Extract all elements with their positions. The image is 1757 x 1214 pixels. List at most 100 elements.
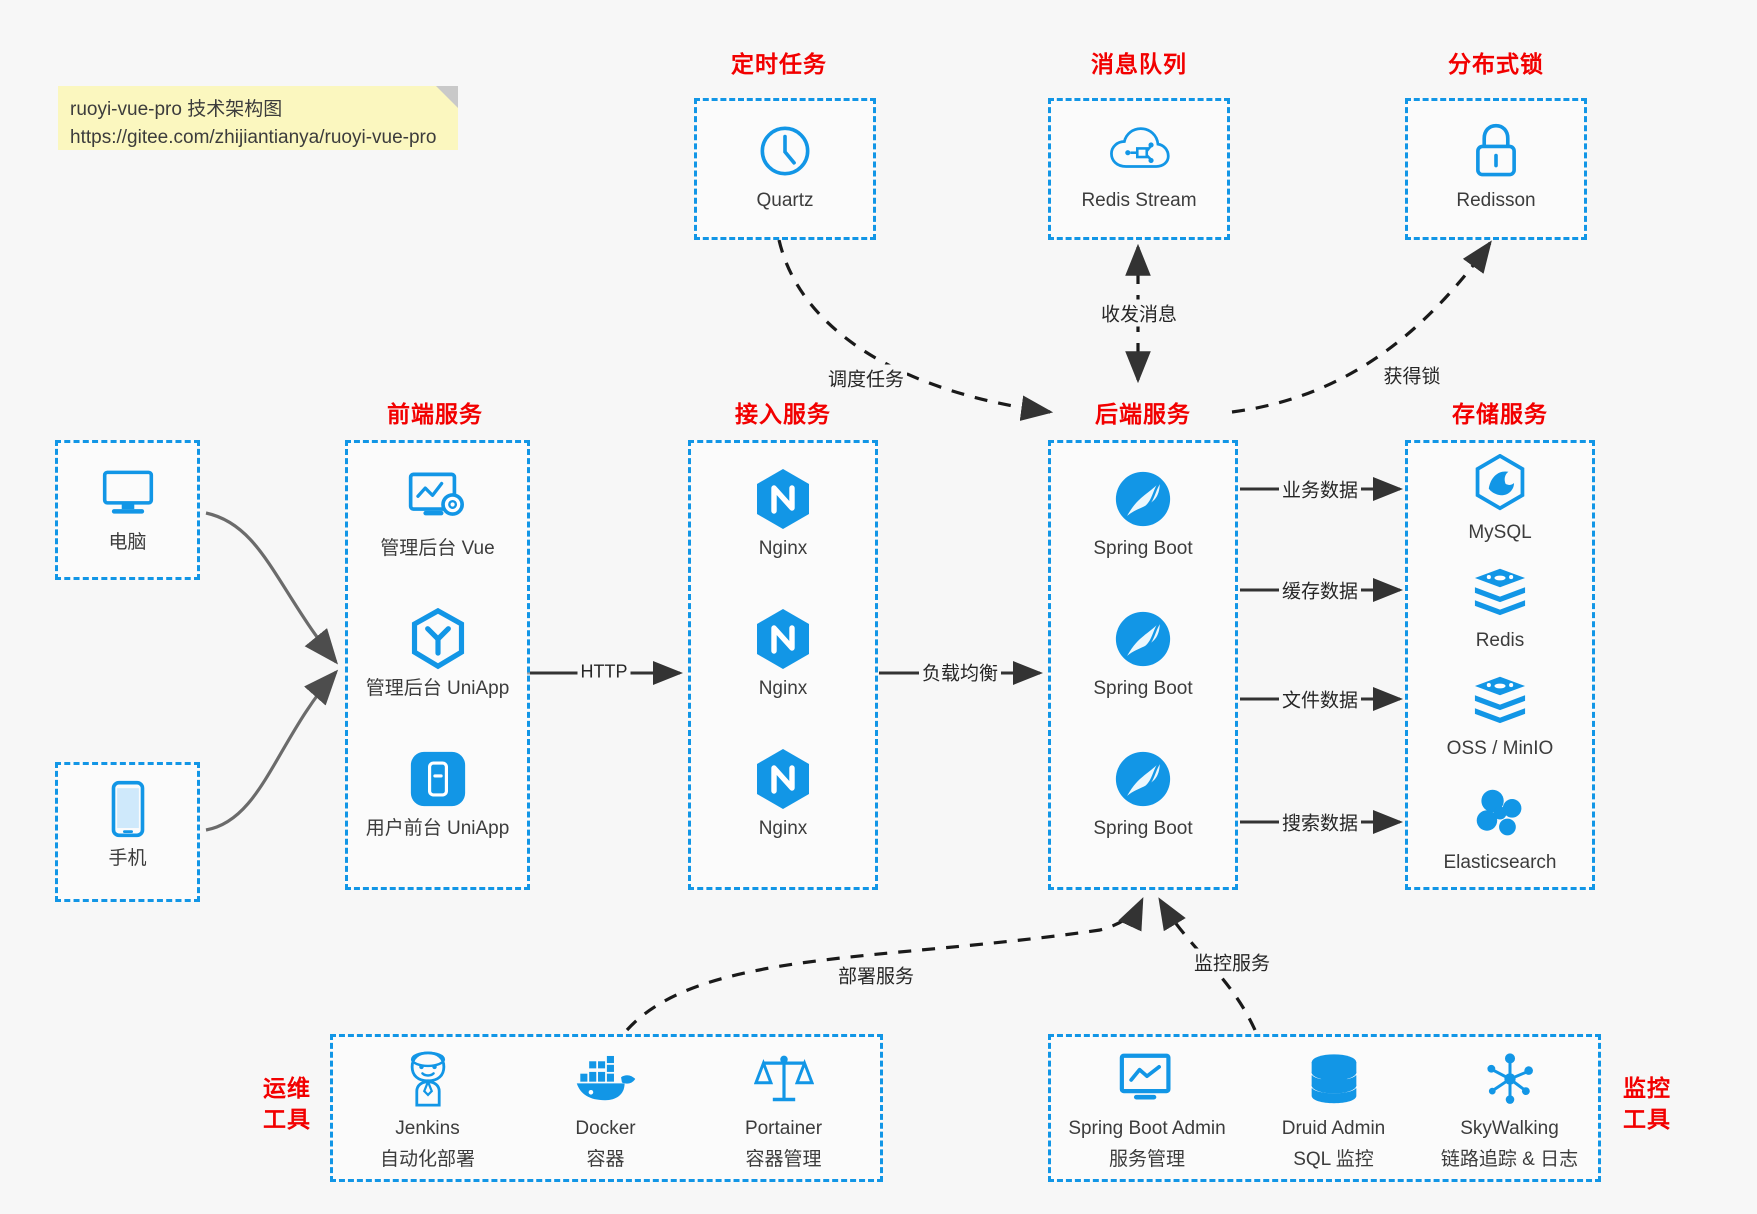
- jenkins-icon: [400, 1048, 456, 1110]
- note-title: ruoyi-vue-pro 技术架构图: [70, 99, 283, 120]
- node-skywalking[interactable]: SkyWalking 链路追踪 & 日志: [1422, 1048, 1597, 1172]
- node-label: OSS / MinIO: [1446, 738, 1554, 759]
- node-redisson[interactable]: Redisson: [1405, 120, 1587, 213]
- node-elasticsearch[interactable]: Elasticsearch: [1405, 782, 1595, 875]
- monitor-label-line2: 工具: [1623, 1106, 1671, 1132]
- mysql-icon: [1473, 452, 1527, 514]
- group-label-scheduled-task: 定时任务: [731, 51, 827, 77]
- node-label: SkyWalking: [1460, 1118, 1559, 1139]
- node-desc: 容器管理: [745, 1149, 822, 1170]
- node-label: Spring Boot: [1093, 678, 1193, 699]
- group-label-storage: 存储服务: [1452, 401, 1548, 427]
- edge-label-load-balance: 负载均衡: [918, 658, 1002, 686]
- spring-boot-icon: [1114, 608, 1172, 670]
- node-label: Quartz: [756, 190, 814, 211]
- node-label: 管理后台 UniApp: [365, 678, 510, 699]
- edge-label-deploy-service: 部署服务: [834, 961, 918, 989]
- node-quartz[interactable]: Quartz: [694, 120, 876, 213]
- node-desc: 服务管理: [1108, 1149, 1185, 1170]
- node-desc: 容器: [586, 1149, 625, 1170]
- node-label: Elasticsearch: [1443, 852, 1557, 873]
- node-spring-boot-1[interactable]: Spring Boot: [1048, 468, 1238, 561]
- node-spring-boot-2[interactable]: Spring Boot: [1048, 608, 1238, 701]
- node-label: 管理后台 Vue: [380, 538, 495, 559]
- group-label-gateway: 接入服务: [735, 401, 831, 427]
- edge-label-search-data: 搜索数据: [1278, 808, 1362, 836]
- ops-label-line1: 运维: [263, 1075, 311, 1101]
- node-label: Spring Boot Admin: [1068, 1118, 1226, 1139]
- node-label: Portainer: [744, 1118, 823, 1139]
- node-jenkins[interactable]: Jenkins 自动化部署: [340, 1048, 515, 1172]
- cloud-network-icon: [1108, 120, 1170, 182]
- skywalking-icon: [1482, 1048, 1538, 1110]
- node-admin-uniapp[interactable]: 管理后台 UniApp: [345, 608, 530, 701]
- edge-label-acquire-lock: 获得锁: [1380, 361, 1444, 389]
- node-desc: SQL 监控: [1293, 1149, 1374, 1170]
- redis-icon: [1471, 560, 1529, 622]
- group-label-monitor-tools: 监控 工具: [1612, 1073, 1682, 1135]
- group-box-distributed-lock: [1405, 98, 1587, 240]
- node-label: Docker: [575, 1118, 636, 1139]
- node-label: Nginx: [758, 538, 808, 559]
- elasticsearch-icon: [1472, 782, 1528, 844]
- spring-boot-icon: [1114, 468, 1172, 530]
- node-admin-vue[interactable]: 管理后台 Vue: [345, 468, 530, 561]
- note-url: https://gitee.com/zhijiantianya/ruoyi-vu…: [70, 127, 437, 148]
- node-oss-minio[interactable]: OSS / MinIO: [1405, 668, 1595, 761]
- node-label: 手机: [108, 848, 147, 869]
- uniapp-hexagon-icon: [409, 608, 467, 670]
- edge-label-schedule-task: 调度任务: [824, 364, 908, 392]
- group-label-frontend: 前端服务: [387, 401, 483, 427]
- group-label-distributed-lock: 分布式锁: [1448, 51, 1544, 77]
- node-label: Nginx: [758, 678, 808, 699]
- node-nginx-3[interactable]: Nginx: [688, 748, 878, 841]
- node-portainer[interactable]: Portainer 容器管理: [696, 1048, 871, 1172]
- clock-icon: [756, 120, 814, 182]
- smartphone-icon: [108, 778, 148, 840]
- monitor-icon: [100, 462, 156, 524]
- monitor-label-line1: 监控: [1623, 1075, 1671, 1101]
- node-desc: 链路追踪 & 日志: [1440, 1149, 1579, 1170]
- node-label: Redis Stream: [1081, 190, 1197, 211]
- group-box-message-queue: [1048, 98, 1230, 240]
- node-spring-boot-admin[interactable]: Spring Boot Admin 服务管理: [1052, 1048, 1242, 1172]
- minio-icon: [1471, 668, 1529, 730]
- monitor-chart-icon: [1118, 1048, 1176, 1110]
- node-redis-stream[interactable]: Redis Stream: [1048, 120, 1230, 213]
- edge-label-monitor-service: 监控服务: [1190, 948, 1274, 976]
- edge-label-send-receive-message: 收发消息: [1097, 299, 1181, 327]
- portainer-icon: [753, 1048, 814, 1110]
- mobile-app-icon: [409, 748, 467, 810]
- node-docker[interactable]: Docker 容器: [518, 1048, 693, 1172]
- node-label: Nginx: [758, 818, 808, 839]
- dashboard-gear-icon: [407, 468, 469, 530]
- node-label: 电脑: [108, 532, 147, 553]
- node-label: Druid Admin: [1281, 1118, 1386, 1139]
- node-label: MySQL: [1468, 522, 1532, 543]
- edge-label-http: HTTP: [577, 661, 631, 683]
- node-spring-boot-3[interactable]: Spring Boot: [1048, 748, 1238, 841]
- node-redis[interactable]: Redis: [1405, 560, 1595, 653]
- edge-label-business-data: 业务数据: [1278, 475, 1362, 503]
- group-label-backend: 后端服务: [1095, 401, 1191, 427]
- note-fold-corner: [436, 86, 458, 108]
- nginx-icon: [754, 748, 812, 810]
- node-mysql[interactable]: MySQL: [1405, 452, 1595, 545]
- node-druid-admin[interactable]: Druid Admin SQL 监控: [1246, 1048, 1421, 1172]
- ops-label-line2: 工具: [263, 1106, 311, 1132]
- group-box-scheduled-task: [694, 98, 876, 240]
- spring-boot-icon: [1114, 748, 1172, 810]
- node-label: Redisson: [1456, 190, 1536, 211]
- node-user-uniapp[interactable]: 用户前台 UniApp: [345, 748, 530, 841]
- node-label: 用户前台 UniApp: [365, 818, 510, 839]
- group-label-ops-tools: 运维 工具: [252, 1073, 322, 1135]
- node-pc[interactable]: 电脑: [55, 462, 200, 555]
- node-mobile[interactable]: 手机: [55, 778, 200, 871]
- node-label: Redis: [1475, 630, 1525, 651]
- node-nginx-1[interactable]: Nginx: [688, 468, 878, 561]
- group-label-message-queue: 消息队列: [1091, 51, 1187, 77]
- nginx-icon: [754, 608, 812, 670]
- nginx-icon: [754, 468, 812, 530]
- node-nginx-2[interactable]: Nginx: [688, 608, 878, 701]
